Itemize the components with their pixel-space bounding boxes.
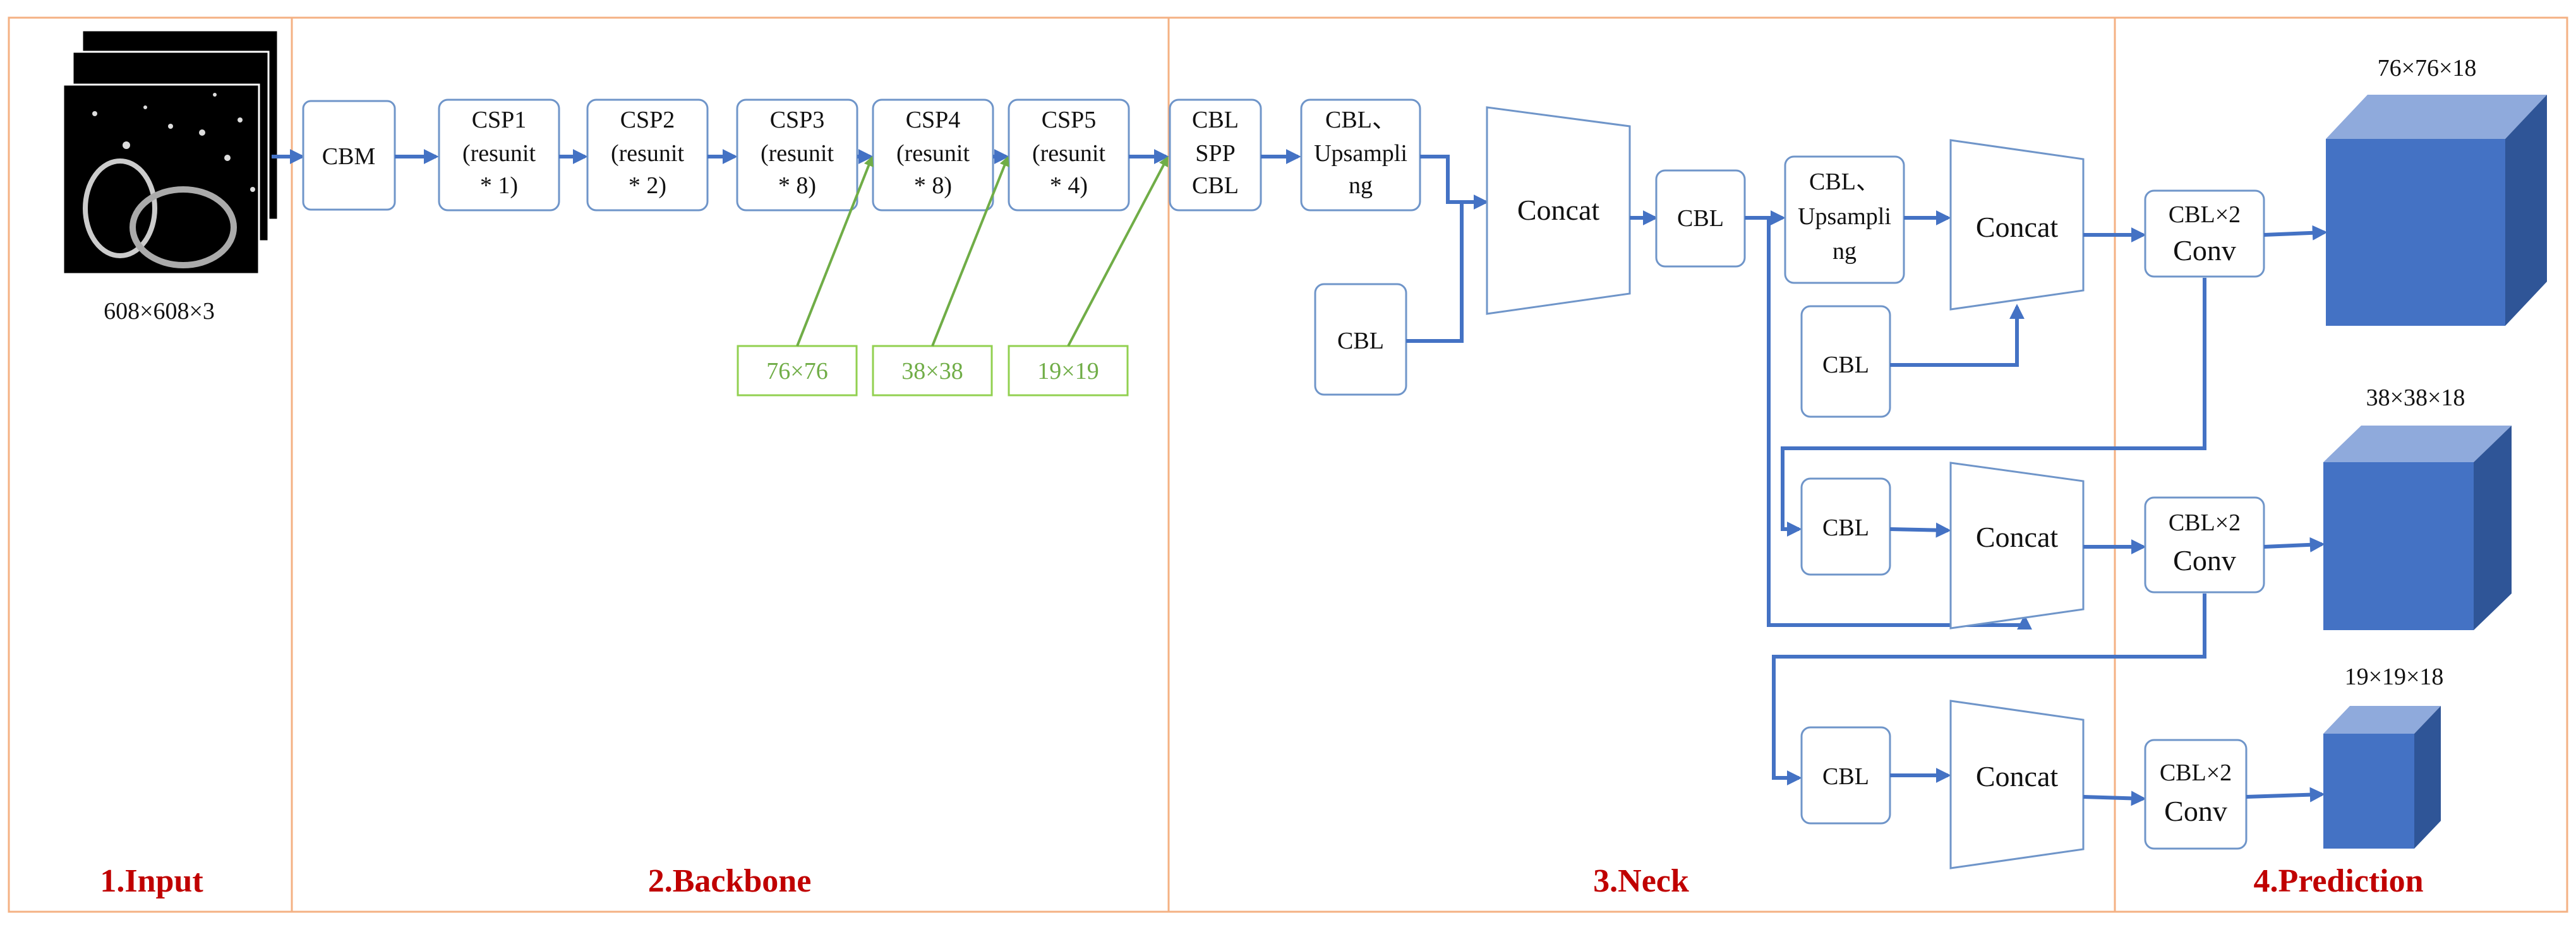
svg-text:(resunit: (resunit	[761, 140, 834, 167]
svg-text:CBL: CBL	[1822, 763, 1869, 790]
svg-text:Upsampli: Upsampli	[1798, 203, 1891, 230]
input-image-stack	[62, 29, 279, 275]
prediction-head-3: CBL×2 Conv	[2144, 739, 2248, 850]
svg-text:Conv: Conv	[2173, 234, 2236, 266]
svg-text:CBL: CBL	[1192, 172, 1239, 199]
output-cube-small	[2323, 706, 2441, 849]
panel-frame	[8, 16, 2568, 913]
svg-text:CBL×2: CBL×2	[2169, 201, 2241, 228]
svg-text:* 2): * 2)	[629, 172, 666, 199]
csp2-node: CSP2 (resunit * 2)	[586, 98, 709, 212]
upsampling-node-2: CBL、 Upsampli ng	[1784, 155, 1905, 284]
svg-text:SPP: SPP	[1195, 140, 1235, 167]
svg-text:76×76: 76×76	[766, 358, 828, 385]
feature-label-38: 38×38	[872, 345, 993, 397]
concat-node-1: Concat	[1486, 106, 1631, 315]
csp4-node: CSP4 (resunit * 8)	[872, 98, 994, 212]
svg-text:CSP4: CSP4	[906, 107, 961, 133]
svg-text:* 1): * 1)	[480, 172, 518, 199]
svg-text:CBM: CBM	[322, 143, 375, 170]
svg-text:CBL、: CBL、	[1325, 107, 1396, 133]
svg-text:Conv: Conv	[2164, 795, 2227, 827]
concat-node-4: Concat	[1949, 700, 2085, 869]
neck-cbl-row3: CBL	[1800, 726, 1891, 825]
svg-text:Concat: Concat	[1517, 194, 1600, 226]
output-cube-large	[2326, 95, 2547, 326]
section-title-input: 1.Input	[100, 863, 203, 899]
svg-text:Upsampli: Upsampli	[1314, 140, 1407, 167]
csp3-node: CSP3 (resunit * 8)	[736, 98, 858, 212]
svg-text:CBL: CBL	[1192, 107, 1239, 133]
svg-text:CBL、: CBL、	[1809, 169, 1880, 195]
svg-text:* 4): * 4)	[1050, 172, 1088, 199]
svg-text:CSP2: CSP2	[620, 107, 675, 133]
svg-text:Conv: Conv	[2173, 544, 2236, 576]
svg-text:CBL×2: CBL×2	[2169, 510, 2241, 536]
neck-cbl-mid: CBL	[1655, 169, 1746, 268]
svg-text:CSP5: CSP5	[1042, 107, 1097, 133]
neck-cbl-concat2-input: CBL	[1800, 305, 1891, 418]
svg-text:CSP1: CSP1	[472, 107, 527, 133]
svg-text:Concat: Concat	[1976, 760, 2059, 792]
svg-text:CSP3: CSP3	[770, 107, 825, 133]
svg-text:(resunit: (resunit	[462, 140, 536, 167]
svg-text:Concat: Concat	[1976, 521, 2059, 553]
feature-label-76: 76×76	[737, 345, 858, 397]
csp5-node: CSP5 (resunit * 4)	[1008, 98, 1130, 212]
output-label-small: 19×19×18	[2345, 664, 2444, 690]
svg-text:CBL: CBL	[1677, 205, 1724, 232]
svg-text:38×38: 38×38	[901, 358, 963, 385]
neck-cbl-row2: CBL	[1800, 477, 1891, 576]
svg-text:(resunit: (resunit	[896, 140, 970, 167]
output-label-large: 76×76×18	[2378, 55, 2477, 81]
svg-text:CBL×2: CBL×2	[2160, 760, 2232, 786]
svg-text:CBL: CBL	[1337, 328, 1384, 354]
spp-node: CBL SPP CBL	[1169, 98, 1262, 212]
svg-text:* 8): * 8)	[778, 172, 816, 199]
prediction-head-1: CBL×2 Conv	[2144, 189, 2265, 278]
svg-text:(resunit: (resunit	[1032, 140, 1106, 167]
svg-text:CBL: CBL	[1822, 352, 1869, 378]
svg-text:CBL: CBL	[1822, 515, 1869, 541]
input-size-label: 608×608×3	[104, 298, 215, 325]
section-title-prediction: 4.Prediction	[2253, 863, 2423, 899]
svg-text:(resunit: (resunit	[611, 140, 685, 167]
concat-node-2: Concat	[1949, 139, 2085, 311]
section-title-backbone: 2.Backbone	[648, 863, 812, 899]
section-title-neck: 3.Neck	[1593, 863, 1689, 899]
svg-text:ng: ng	[1833, 238, 1857, 265]
svg-text:ng: ng	[1349, 172, 1373, 199]
csp1-node: CSP1 (resunit * 1)	[438, 98, 560, 212]
svg-text:19×19: 19×19	[1037, 358, 1098, 385]
output-cube-medium	[2323, 426, 2512, 630]
neck-cbl-lower: CBL	[1314, 283, 1407, 396]
prediction-head-2: CBL×2 Conv	[2144, 496, 2265, 594]
output-label-medium: 38×38×18	[2366, 385, 2465, 411]
concat-node-3: Concat	[1949, 462, 2085, 630]
feature-label-19: 19×19	[1008, 345, 1129, 397]
svg-text:* 8): * 8)	[914, 172, 952, 199]
upsampling-node-1: CBL、 Upsampli ng	[1300, 98, 1421, 212]
svg-text:Concat: Concat	[1976, 211, 2059, 243]
cbm-node: CBM	[302, 100, 396, 211]
